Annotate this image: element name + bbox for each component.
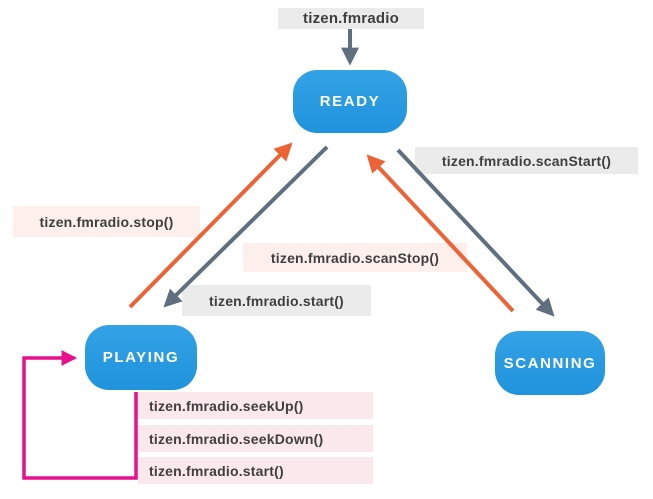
transition-label-seek-down: tizen.fmradio.seekDown() [138,425,373,452]
transition-label-stop: tizen.fmradio.stop() [13,206,200,237]
transition-label-scan-start: tizen.fmradio.scanStart() [415,147,638,174]
state-node-scanning: SCANNING [495,331,605,395]
transition-label-start: tizen.fmradio.start() [182,285,371,316]
transition-label-scan-stop: tizen.fmradio.scanStop() [243,243,467,272]
transition-label-loop-start: tizen.fmradio.start() [138,457,373,484]
arrow-ready-to-scanning [396,148,555,317]
transition-label-seek-up: tizen.fmradio.seekUp() [138,392,373,419]
arrow-scanning-to-ready [366,154,515,313]
state-node-ready: READY [293,70,407,133]
state-node-playing: PLAYING [85,325,197,390]
entry-label: tizen.fmradio [278,8,424,29]
